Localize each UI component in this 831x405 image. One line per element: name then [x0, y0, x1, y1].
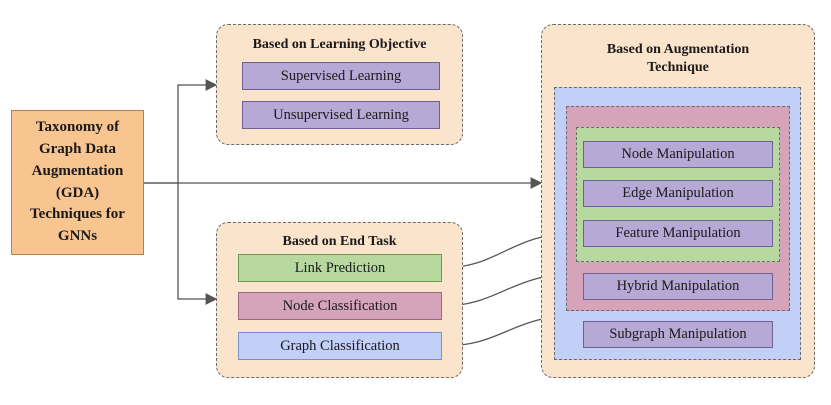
graph-classification-node: Graph Classification [238, 332, 442, 360]
node-manipulation-node: Node Manipulation [583, 141, 773, 168]
node-classification-node: Node Classification [238, 292, 442, 320]
hybrid-manipulation-node: Hybrid Manipulation [583, 273, 773, 300]
end-task-title: Based on End Task [282, 234, 397, 249]
link-prediction-node: Link Prediction [238, 254, 442, 282]
unsupervised-learning-node: Unsupervised Learning [242, 101, 440, 129]
connector-to-end-task [177, 183, 218, 305]
learning-objective-title: Based on Learning Objective [252, 37, 427, 52]
edge-manipulation-node: Edge Manipulation [583, 180, 773, 207]
subgraph-manipulation-node: Subgraph Manipulation [583, 321, 773, 348]
feature-manipulation-node: Feature Manipulation [583, 220, 773, 247]
supervised-learning-node: Supervised Learning [242, 62, 440, 90]
connector-to-learning-objective [144, 79, 218, 184]
augmentation-technique-title: Based on Augmentation Technique [606, 42, 750, 76]
taxonomy-root-node: Taxonomy of Graph Data Augmentation (GDA… [11, 110, 144, 255]
